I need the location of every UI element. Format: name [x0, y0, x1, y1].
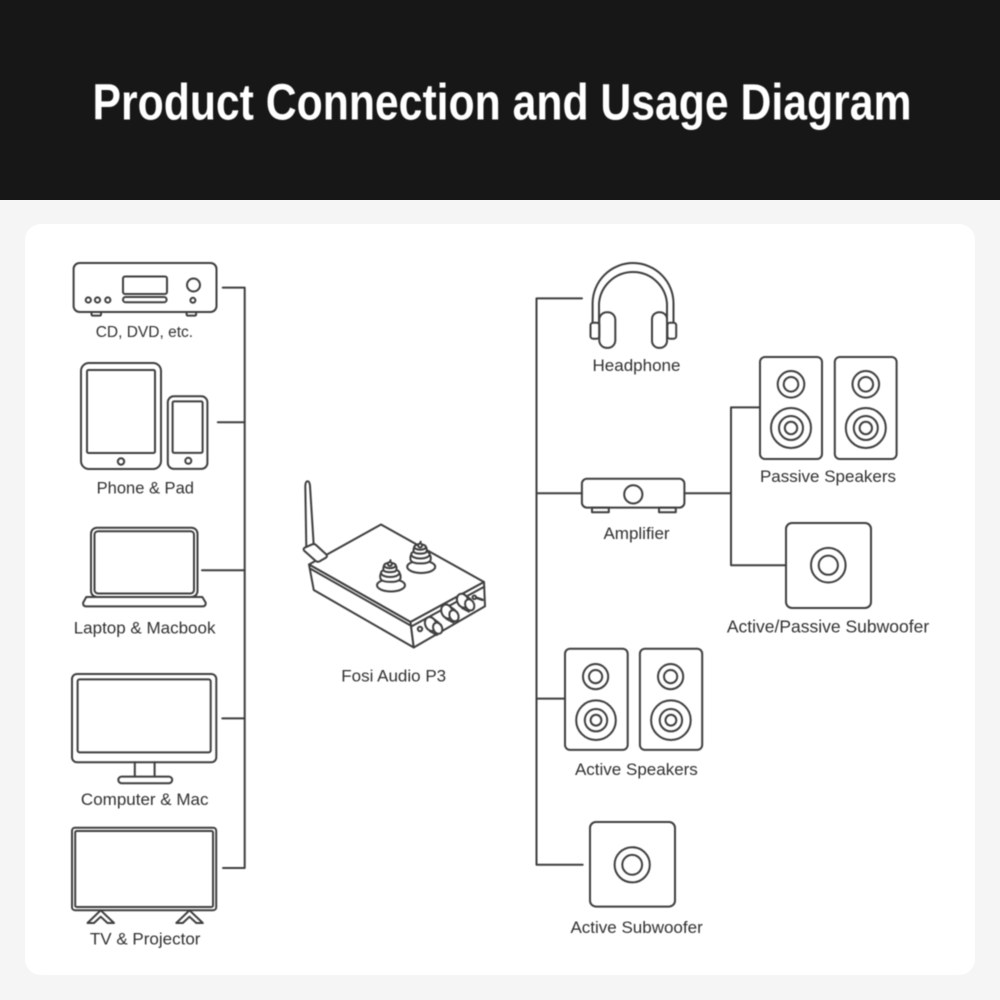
svg-text:Fosi Audio P3: Fosi Audio P3: [341, 667, 446, 686]
svg-text:Active/Passive Subwoofer: Active/Passive Subwoofer: [727, 617, 929, 637]
svg-text:CD, DVD, etc.: CD, DVD, etc.: [96, 324, 193, 341]
svg-text:Product Connection and Usage D: Product Connection and Usage Diagram: [93, 74, 912, 131]
svg-text:Amplifier: Amplifier: [603, 524, 669, 543]
svg-text:TV & Projector: TV & Projector: [90, 930, 201, 949]
svg-text:Phone & Pad: Phone & Pad: [97, 479, 194, 497]
svg-text:Computer & Mac: Computer & Mac: [81, 790, 209, 809]
svg-text:Laptop & Macbook: Laptop & Macbook: [74, 618, 216, 637]
svg-text:Active Subwoofer: Active Subwoofer: [570, 918, 703, 937]
svg-text:Headphone: Headphone: [593, 356, 681, 375]
svg-text:Passive Speakers: Passive Speakers: [760, 467, 896, 486]
svg-text:Active Speakers: Active Speakers: [575, 760, 698, 779]
